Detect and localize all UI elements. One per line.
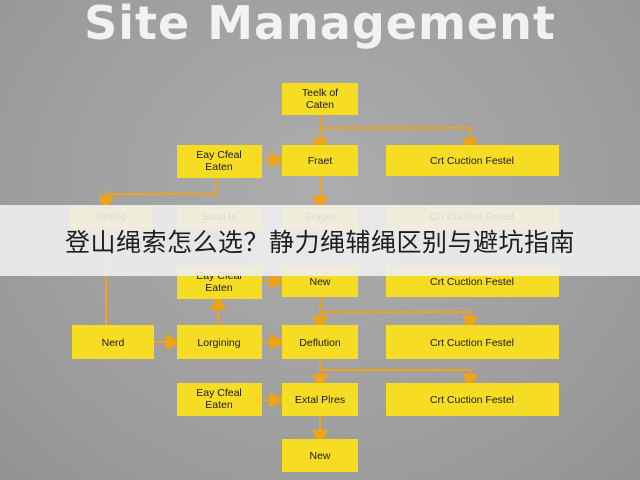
- node-label-line: Eay Cfeal: [196, 149, 242, 161]
- node-right1: Crt Cuction Festel: [386, 145, 559, 176]
- node-label-line: Deflution: [299, 337, 341, 349]
- node-right5: Crt Cuction Festel: [386, 383, 559, 416]
- node-label-line: Eaten: [205, 399, 233, 411]
- node-label-line: Lorgining: [197, 337, 240, 349]
- node-label-line: Nerd: [102, 337, 125, 349]
- svg-text:Lorgining: Lorgining: [197, 337, 240, 349]
- node-label-line: Crt Cuction Festel: [430, 337, 514, 349]
- svg-text:Crt Cuction Festel: Crt Cuction Festel: [430, 155, 514, 167]
- svg-text:New: New: [309, 450, 330, 462]
- node-label-line: Teelk of: [302, 87, 338, 99]
- node-label-line: Extal Plres: [295, 394, 345, 406]
- connector-top-right1: [320, 127, 478, 154]
- connector-center3-right4: [319, 296, 478, 332]
- node-label-line: New: [309, 450, 330, 462]
- svg-text:Extal Plres: Extal Plres: [295, 394, 345, 406]
- node-far-left4: Nerd: [72, 325, 154, 359]
- node-label-line: Crt Cuction Festel: [430, 276, 514, 288]
- node-right4: Crt Cuction Festel: [386, 325, 559, 359]
- svg-text:New: New: [309, 276, 330, 288]
- svg-text:Crt Cuction Festel: Crt Cuction Festel: [430, 394, 514, 406]
- node-label-line: Eay Cfeal: [196, 387, 242, 399]
- svg-text:Fraet: Fraet: [308, 155, 333, 167]
- node-label-line: Crt Cuction Festel: [430, 394, 514, 406]
- node-center5: Extal Plres: [282, 383, 358, 416]
- svg-text:Deflution: Deflution: [299, 337, 341, 349]
- svg-text:Crt Cuction Festel: Crt Cuction Festel: [430, 337, 514, 349]
- connector-center4-right5: [320, 369, 478, 390]
- node-label-line: Fraet: [308, 155, 333, 167]
- banner-overlay: 登山绳索怎么选？静力绳辅绳区别与避坑指南: [0, 205, 640, 276]
- node-center6: New: [282, 439, 358, 472]
- node-center1: Fraet: [282, 145, 358, 176]
- svg-text:Crt Cuction Festel: Crt Cuction Festel: [430, 276, 514, 288]
- node-center4: Deflution: [282, 325, 358, 359]
- node-left4: Lorgining: [177, 325, 262, 359]
- node-label-line: Eaten: [205, 161, 233, 173]
- node-label-line: Caten: [306, 99, 334, 111]
- node-label-line: Crt Cuction Festel: [430, 155, 514, 167]
- node-label-line: New: [309, 276, 330, 288]
- page-title: Site Management: [84, 0, 556, 50]
- banner-text: 登山绳索怎么选？静力绳辅绳区别与避坑指南: [64, 227, 575, 257]
- node-label-line: Eaten: [205, 282, 233, 294]
- svg-text:Nerd: Nerd: [102, 337, 125, 349]
